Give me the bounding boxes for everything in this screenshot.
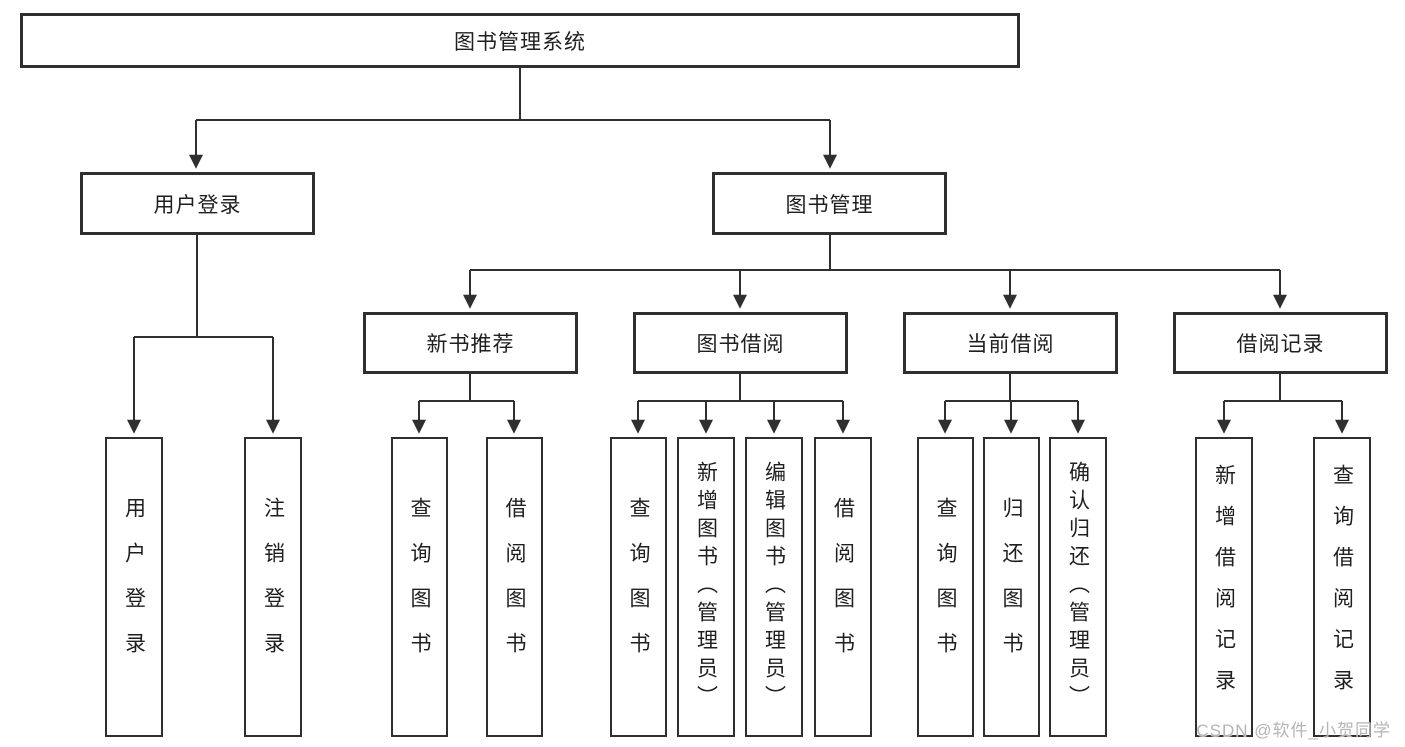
- leaf-user-login-label: 用户登录: [122, 497, 146, 677]
- node-book-borrowing: 图书借阅: [633, 312, 848, 374]
- leaf-query-book-3-label: 查询图书: [934, 497, 957, 677]
- node-borrowing-records: 借阅记录: [1173, 312, 1388, 374]
- node-current-borrowing: 当前借阅: [903, 312, 1118, 374]
- leaf-edit-book-admin: 编辑图书（管理员）: [745, 437, 803, 737]
- leaf-add-borrow-record: 新增借阅记录: [1195, 437, 1253, 737]
- leaf-edit-book-admin-label: 编辑图书（管理员）: [762, 461, 786, 713]
- node-new-book-recommendation: 新书推荐: [363, 312, 578, 374]
- leaf-query-book-2-label: 查询图书: [627, 497, 650, 677]
- leaf-return-book: 归还图书: [983, 437, 1040, 737]
- leaf-query-book-2: 查询图书: [610, 437, 667, 737]
- leaf-add-book-admin: 新增图书（管理员）: [677, 437, 735, 737]
- leaf-logout-label: 注销登录: [261, 497, 285, 677]
- node-borrowing-records-label: 借阅记录: [1236, 333, 1325, 356]
- leaf-add-book-admin-label: 新增图书（管理员）: [694, 461, 718, 713]
- node-user-login-label: 用户登录: [153, 193, 242, 217]
- node-new-book-recommendation-label: 新书推荐: [426, 333, 515, 356]
- leaf-borrow-book-1-label: 借阅图书: [503, 497, 526, 677]
- node-book-management: 图书管理: [712, 172, 947, 235]
- csdn-watermark: CSDN @软件_小贺同学: [1196, 721, 1391, 740]
- leaf-confirm-return-admin-label: 确认归还（管理员）: [1066, 461, 1090, 713]
- node-book-management-label: 图书管理: [785, 193, 874, 217]
- leaf-logout: 注销登录: [244, 437, 302, 737]
- leaf-query-book-1-label: 查询图书: [408, 497, 431, 677]
- node-current-borrowing-label: 当前借阅: [966, 333, 1055, 356]
- leaf-query-book-3: 查询图书: [917, 437, 974, 737]
- leaf-user-login: 用户登录: [105, 437, 163, 737]
- leaf-borrow-book-2-label: 借阅图书: [831, 497, 855, 677]
- leaf-borrow-book-2: 借阅图书: [814, 437, 872, 737]
- leaf-add-borrow-record-label: 新增借阅记录: [1212, 464, 1236, 710]
- node-root: 图书管理系统: [20, 13, 1020, 68]
- node-book-borrowing-label: 图书借阅: [696, 333, 785, 356]
- node-user-login: 用户登录: [80, 172, 315, 235]
- leaf-confirm-return-admin: 确认归还（管理员）: [1049, 437, 1107, 737]
- leaf-borrow-book-1: 借阅图书: [486, 437, 543, 737]
- leaf-return-book-label: 归还图书: [1000, 497, 1023, 677]
- leaf-query-book-1: 查询图书: [391, 437, 448, 737]
- node-root-label: 图书管理系统: [454, 30, 586, 54]
- leaf-query-borrow-record-label: 查询借阅记录: [1330, 464, 1354, 710]
- leaf-query-borrow-record: 查询借阅记录: [1313, 437, 1371, 737]
